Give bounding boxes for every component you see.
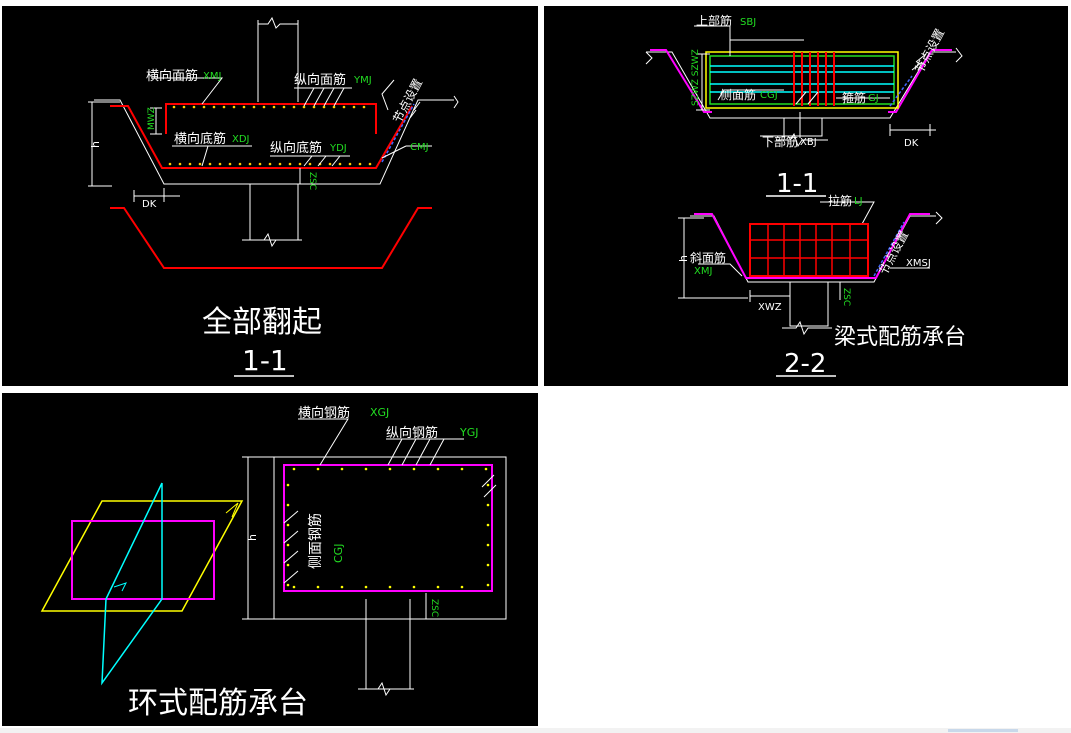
code-ymj: YMJ <box>353 75 372 86</box>
code-ygj: YGJ <box>459 426 479 439</box>
code-xbj: XBJ <box>800 137 817 148</box>
label-node-setting: 节点设置 <box>390 76 425 125</box>
label-h-3: h <box>246 534 259 541</box>
label-ymj: 纵向面筋 <box>294 72 346 88</box>
label-zsc: ZSC <box>307 172 317 190</box>
diagram-title-beam: 梁式配筋承台 <box>834 325 966 350</box>
code-xmj: XMJ <box>203 71 221 82</box>
diagram-ring-cap-svg: 横向钢筋 XGJ 纵向钢筋 YGJ 侧面钢筋 CGJ h ZSC 环式配筋承台 <box>40 405 507 721</box>
diagram-panel-full-flip: 横向面筋 XMJ 纵向面筋 YMJ MWZ h 横向底筋 XDJ 纵向底筋 YD… <box>2 6 538 386</box>
code-cgj: CGJ <box>760 90 778 101</box>
label-side-rebar: 侧面钢筋 <box>307 513 324 569</box>
label-ygj: 纵向钢筋 <box>386 425 438 441</box>
label-dk: DK <box>142 199 157 210</box>
excavation-line <box>110 207 432 269</box>
label-xmj: 横向面筋 <box>146 68 198 84</box>
pile-outline <box>249 184 299 241</box>
code-xmsj: XMSJ <box>906 258 931 269</box>
code-xdj: XDJ <box>232 134 250 145</box>
ring-rebar-dots <box>286 467 490 589</box>
label-zsc-3: ZSC <box>429 599 439 617</box>
diagram-title: 全部翻起 <box>202 305 322 340</box>
iso-yellow-plane <box>40 500 244 612</box>
label-zsc-2: ZSC <box>841 288 851 306</box>
section-label-1: 1-1 <box>776 169 818 199</box>
magenta-bar-section-2 <box>694 213 930 279</box>
ring-cap-outline <box>273 456 507 620</box>
footer-strip <box>0 728 1071 733</box>
label-xdj: 横向底筋 <box>174 131 226 147</box>
code-xgj: XGJ <box>370 406 389 419</box>
magenta-slope-bar-right <box>888 49 952 113</box>
code-xwz: XWZ <box>758 302 782 313</box>
label-ydj: 纵向底筋 <box>270 140 322 156</box>
top-rebar-dots <box>172 105 366 109</box>
label-slope-bar: 斜面筋 <box>690 250 726 265</box>
diagram-panel-ring-cap: 横向钢筋 XGJ 纵向钢筋 YGJ 侧面钢筋 CGJ h ZSC 环式配筋承台 <box>2 393 538 726</box>
code-gj: GJ <box>868 93 879 104</box>
bottom-rebar <box>110 105 413 169</box>
cap-outline <box>94 99 454 185</box>
diagram-beam-cap-svg: 上部筋 SBJ SZWZ SZWZ 侧面筋 CGJ 箍筋 GJ 节点设置 下部筋… <box>645 13 966 379</box>
label-h: h <box>89 141 102 148</box>
diagram-title-ring: 环式配筋承台 <box>128 686 308 721</box>
magenta-slope-bar-left <box>650 49 712 113</box>
section-label-2: 2-2 <box>784 349 826 379</box>
label-dk-2: DK <box>904 138 919 149</box>
bottom-rebar-dots <box>168 162 372 166</box>
code-xmj-2: XMJ <box>694 266 712 277</box>
label-sbj: 上部筋 <box>696 13 732 28</box>
code-sbj: SBJ <box>740 17 756 28</box>
top-rebar <box>165 103 377 134</box>
iso-magenta-rect <box>71 520 215 600</box>
label-side-bar: 侧面筋 <box>720 87 756 102</box>
label-xbj: 下部筋 <box>762 134 798 149</box>
section-label: 1-1 <box>242 344 288 377</box>
label-mwz: MWZ <box>147 107 157 130</box>
code-cgj-3: CGJ <box>332 544 345 563</box>
code-ydj: YDJ <box>329 143 347 154</box>
label-szwz: SZWZ SZWZ <box>691 49 701 106</box>
diagram-panel-beam-cap: 上部筋 SBJ SZWZ SZWZ 侧面筋 CGJ 箍筋 GJ 节点设置 下部筋… <box>544 6 1068 386</box>
label-node-setting-2: 节点设置 <box>876 228 911 277</box>
label-stirrup: 箍筋 <box>842 90 866 105</box>
diagram-full-flip-svg: 横向面筋 XMJ 纵向面筋 YMJ MWZ h 横向底筋 XDJ 纵向底筋 YD… <box>88 16 459 377</box>
code-cmj: CMJ <box>410 142 429 153</box>
label-lj: 拉筋 <box>828 193 852 208</box>
footer-scroll-indicator <box>948 729 1018 732</box>
code-lj: LJ <box>854 196 863 207</box>
iso-cyan-plane <box>101 482 163 686</box>
label-xgj: 横向钢筋 <box>298 405 350 421</box>
label-h-2: h <box>677 255 690 262</box>
